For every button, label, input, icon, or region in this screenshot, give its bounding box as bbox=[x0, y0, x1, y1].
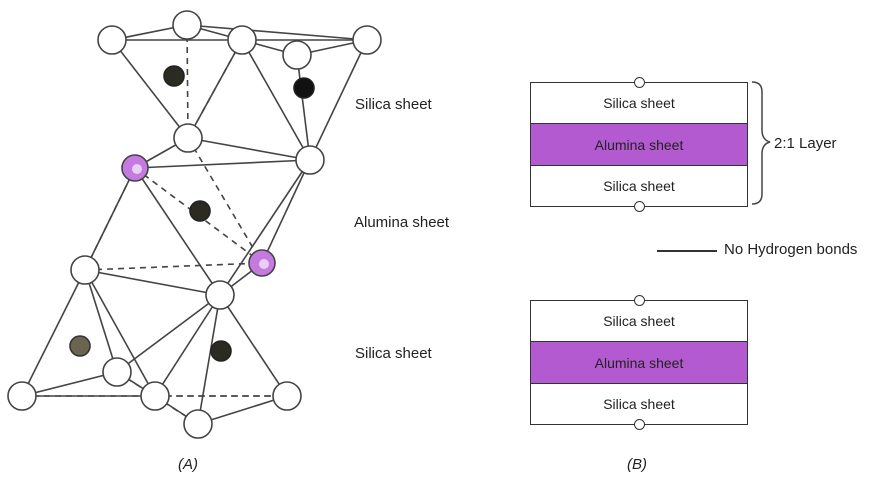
bond-line bbox=[21, 269, 86, 397]
bond-line bbox=[154, 294, 221, 397]
silica-sheet-top: Silica sheet bbox=[603, 95, 675, 111]
highlight bbox=[259, 259, 269, 269]
silicon-cation-icon bbox=[210, 340, 232, 362]
bond-line bbox=[84, 269, 156, 397]
layer-bracket bbox=[751, 81, 771, 205]
alumina-sheet: Alumina sheet bbox=[531, 341, 747, 384]
caption-b: (B) bbox=[627, 456, 647, 473]
bond-line bbox=[116, 294, 221, 373]
oxygen-atom-icon bbox=[172, 10, 202, 40]
oxygen-atom-icon bbox=[97, 25, 127, 55]
bond-line bbox=[111, 39, 189, 139]
bond-line bbox=[84, 262, 263, 271]
label-alumina-a: Alumina sheet bbox=[354, 214, 450, 231]
oxygen-atom-icon bbox=[282, 40, 312, 70]
bracket-label: 2:1 Layer bbox=[774, 135, 837, 152]
oxygen-atom-icon bbox=[634, 201, 645, 212]
bond-line bbox=[187, 39, 243, 139]
bond-line bbox=[219, 159, 311, 296]
bond-line bbox=[21, 371, 118, 397]
silica-sheet-top: Silica sheet bbox=[603, 313, 675, 329]
bond-lines bbox=[21, 24, 368, 425]
oxygen-atom-icon bbox=[183, 409, 213, 439]
oxygen-atom-icon bbox=[634, 77, 645, 88]
bond-line bbox=[261, 159, 311, 264]
caption-a: (A) bbox=[178, 456, 198, 473]
silica-sheet-bottom: Silica sheet bbox=[603, 396, 675, 412]
oxygen-atom-icon bbox=[173, 123, 203, 153]
oxygen-atom-icon bbox=[272, 381, 302, 411]
highlight bbox=[132, 164, 142, 174]
bond-label: No Hydrogen bonds bbox=[724, 241, 858, 258]
oxygen-atom-icon bbox=[352, 25, 382, 55]
bond-line bbox=[187, 137, 311, 161]
bond-line bbox=[197, 294, 221, 425]
bond-line bbox=[84, 167, 136, 271]
bond-line bbox=[134, 167, 221, 296]
bond-line bbox=[197, 395, 288, 425]
oxygen-atom-icon bbox=[70, 255, 100, 285]
oxygen-atom-icon bbox=[634, 419, 645, 430]
oxygen-atom-icon bbox=[205, 280, 235, 310]
bond-line bbox=[84, 269, 118, 373]
bond-line-icon bbox=[657, 250, 717, 252]
bond-line bbox=[187, 137, 263, 264]
silicon-cation-icon bbox=[293, 77, 315, 99]
oxygen-atom-icon bbox=[102, 357, 132, 387]
label-silica-bottom-a: Silica sheet bbox=[355, 345, 432, 362]
bond-line bbox=[84, 269, 221, 296]
upper-layer-stack: Silica sheet Alumina sheet Silica sheet bbox=[530, 77, 748, 212]
oxygen-atom-icon bbox=[295, 145, 325, 175]
bond-line bbox=[309, 39, 368, 161]
bond-line bbox=[186, 24, 189, 139]
bond-line bbox=[241, 39, 311, 161]
silicon-cation-icon bbox=[69, 335, 91, 357]
oxygen-atom-icon bbox=[140, 381, 170, 411]
silica-sheet-bottom: Silica sheet bbox=[603, 178, 675, 194]
silicon-cation-icon bbox=[163, 65, 185, 87]
bond-line bbox=[219, 294, 288, 397]
aluminum-cation-icon bbox=[189, 200, 211, 222]
atoms bbox=[7, 10, 382, 439]
label-silica-top-a: Silica sheet bbox=[355, 96, 432, 113]
oxygen-atom-icon bbox=[7, 381, 37, 411]
oxygen-atom-icon bbox=[634, 295, 645, 306]
oxygen-atom-icon bbox=[227, 25, 257, 55]
bond-line bbox=[186, 24, 368, 41]
bond-line bbox=[296, 54, 311, 161]
lower-layer-stack: Silica sheet Alumina sheet Silica sheet bbox=[530, 295, 748, 430]
alumina-sheet: Alumina sheet bbox=[531, 123, 747, 166]
bond-line bbox=[134, 159, 311, 169]
